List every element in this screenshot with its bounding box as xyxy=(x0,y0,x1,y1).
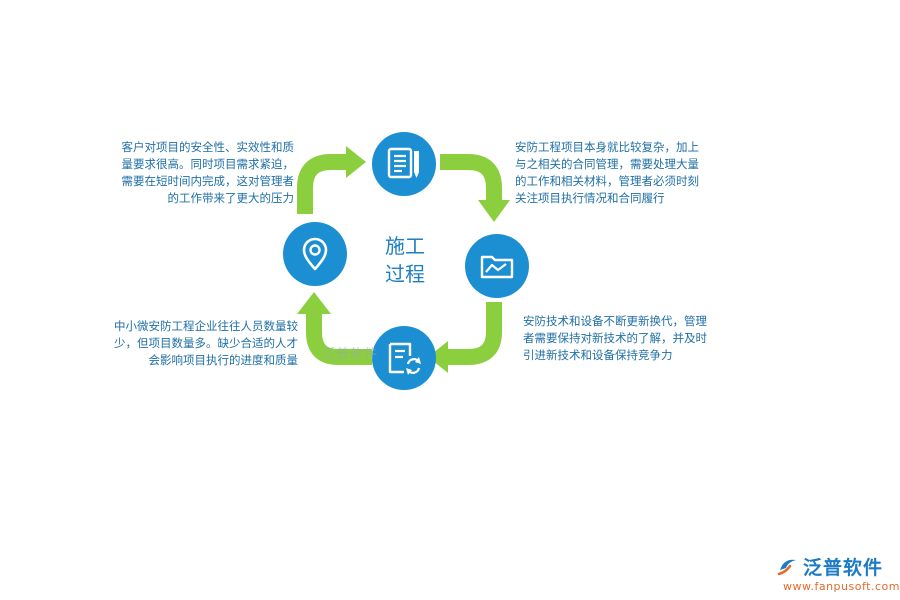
bottom-left-description: 中小微安防工程企业往往人员数量较少，但项目数量多。缺少合适的人才会影响项目执行的… xyxy=(114,319,298,367)
arrow-left-to-top xyxy=(297,154,348,214)
logo-mark-icon xyxy=(777,559,796,576)
node-right-circle xyxy=(465,234,529,298)
folder-icon xyxy=(480,255,514,279)
bottom-right-description: 安防技术和设备不断更新换代，管理者需要保持对新技术的了解，并及时引进新技术和设备… xyxy=(523,314,707,362)
document-refresh-icon xyxy=(388,342,421,375)
arrowhead-top xyxy=(346,146,366,178)
center-title: 施工 过程 xyxy=(368,232,442,288)
center-title-line2: 过程 xyxy=(385,262,425,286)
arrowhead-bottom xyxy=(428,341,448,373)
arrowhead-right xyxy=(478,200,510,222)
top-right-description: 安防工程项目本身就比较复杂，加上与之相关的合同管理，需要处理大量的工作和相关材料… xyxy=(515,140,699,205)
arrow-right-to-bottom xyxy=(446,302,502,365)
center-title-line1: 施工 xyxy=(385,234,425,258)
logo-name: 泛普软件 xyxy=(803,556,884,579)
top-left-description: 客户对项目的安全性、实效性和质量要求很高。同时项目需求紧迫，需要在短时间内完成，… xyxy=(121,140,295,205)
center-watermark: 泛普软件 xyxy=(322,347,379,362)
document-pencil-icon xyxy=(387,147,419,179)
brand-logo: 泛普软件 xyxy=(776,553,883,579)
arrow-top-to-right xyxy=(440,154,502,202)
location-pin-icon xyxy=(302,237,328,271)
arrowhead-left xyxy=(297,292,331,314)
arrow-bottom-to-left xyxy=(306,314,372,365)
node-top-circle xyxy=(372,132,436,196)
node-bottom-circle xyxy=(372,326,436,390)
node-left-circle xyxy=(283,222,347,286)
logo-url: www.fanpusoft.com xyxy=(783,580,900,593)
